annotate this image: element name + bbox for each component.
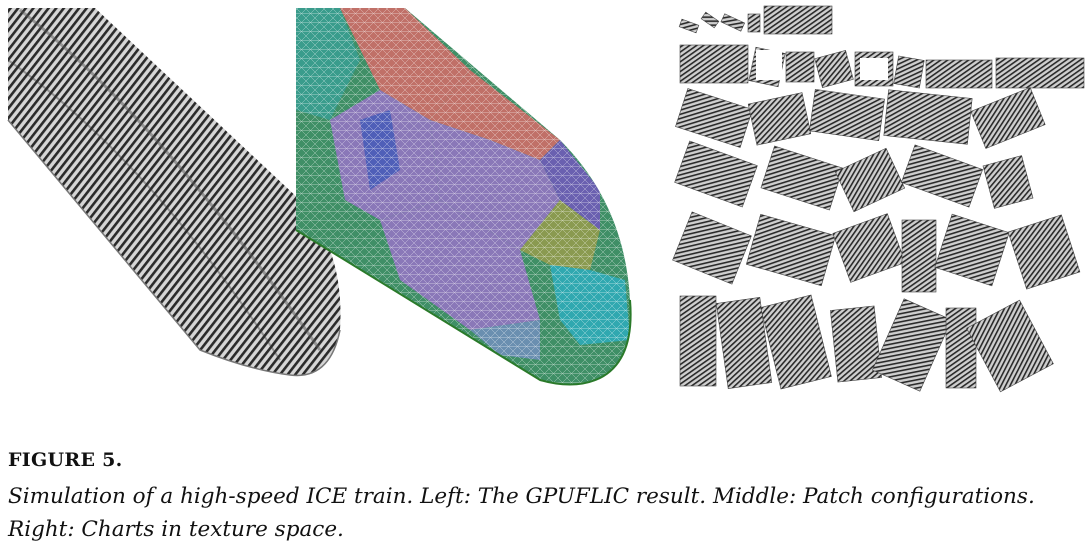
gpuflic-result-image [0, 0, 350, 395]
texture-space-charts-image [672, 0, 1090, 395]
figure-caption: Simulation of a high-speed ICE train. Le… [8, 480, 1083, 546]
figure-label: FIGURE 5. [8, 449, 123, 471]
caption-line-2: Right: Charts in texture space. [8, 517, 344, 542]
caption-line-1: Simulation of a high-speed ICE train. Le… [8, 484, 1035, 509]
patch-configuration-image [290, 0, 650, 395]
